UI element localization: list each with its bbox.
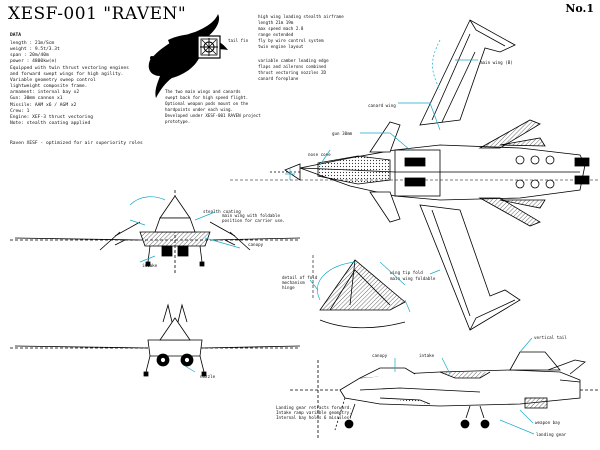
note-line: max speed mach 2.8 — [258, 26, 304, 31]
callout-side-intake: intake — [419, 353, 435, 358]
spec-line: lightweight composite frame. — [10, 84, 88, 89]
spec-footer: Raven XESF - optimized for air superiori… — [10, 141, 143, 146]
note-line: fly by wire control system — [258, 38, 324, 43]
spec-line: Engine: XEF-3 thrust vectoring — [10, 115, 93, 120]
note-line: variable camber leading edge — [258, 58, 329, 63]
sheet-number: No.1 — [565, 2, 594, 15]
spec-line: Note: stealth coating applied — [10, 121, 91, 126]
note-line: The two main wings and canards — [165, 89, 241, 94]
top-view-leaders — [285, 39, 478, 275]
note-line: thrust vectoring nozzles 2D — [258, 70, 327, 75]
spec-line: Crew: 1 — [10, 109, 30, 114]
side-view — [290, 351, 600, 440]
crest-emblem-icon — [197, 35, 221, 59]
guide-lines — [230, 179, 600, 300]
callout-rear-nozzle: nozzle — [200, 374, 216, 379]
callout-tail-fin: tail fin — [228, 38, 249, 43]
spec-line: power : 4800kw(e) — [10, 59, 58, 64]
callout-side-vtail: vertical tail — [534, 335, 567, 340]
note-line: length 21m 19m — [258, 20, 294, 25]
callout-gun-top: gun 30mm — [332, 131, 353, 136]
rear-view-leaders — [184, 365, 196, 373]
spec-line: and forward swept wings for high agility… — [10, 72, 124, 77]
spec-heading: DATA — [10, 33, 22, 38]
note-line: Developed under XESF-001 RAVEN project — [165, 113, 261, 118]
callout-side-canopy: canopy — [372, 353, 388, 358]
top-view — [270, 19, 590, 331]
wing-detail — [319, 259, 406, 329]
front-view-leaders — [129, 196, 241, 263]
spec-line: weight : 9.5t/3.3t — [10, 47, 60, 52]
callout-wing-detail: detail of fold mechanism hinge — [282, 275, 318, 290]
wing-detail-leaders — [309, 261, 411, 313]
spec-line: length : 21m/Scm — [10, 41, 55, 46]
callout-nose-cone: nose cone — [308, 152, 331, 157]
callout-wing-tip: wing tip fold — [390, 270, 423, 275]
spec-line: Variable geometry sweep control — [10, 78, 96, 83]
callout-main-wing-top: main wing (B) — [480, 60, 513, 65]
callout-canard-top: canard wing — [368, 103, 396, 108]
note-line: flaps and ailerons combined — [258, 64, 327, 69]
note-line: prototype. — [165, 119, 191, 124]
spec-line: Gun: 30mm cannon x1 — [10, 96, 63, 101]
spec-line: Missile: AAM x6 / AGM x2 — [10, 103, 77, 108]
raven-emblem-icon — [148, 14, 228, 98]
drawing-title: XESF-001 "RAVEN" — [8, 4, 187, 24]
rear-view — [10, 303, 301, 377]
callout-side-note: Landing gear retracts forward. Intake ra… — [276, 405, 352, 420]
front-view — [10, 190, 301, 275]
side-view-leaders — [394, 337, 535, 435]
note-line: twin engine layout — [258, 44, 304, 49]
note-line: hardpoints under each wing. — [165, 107, 234, 112]
callout-front-canopy: canopy — [248, 242, 264, 247]
callout-wing-fold: main wing foldable — [390, 276, 436, 281]
note-line: Optional weapon pods mount on the — [165, 101, 249, 106]
note-line: high wing loading stealth airframe — [258, 14, 344, 19]
callout-front-note-visible: main wing with foldable position for car… — [222, 213, 286, 223]
spec-line: armament: internal bay x2 — [10, 90, 80, 95]
note-line: swept back for high speed flight. — [165, 95, 249, 100]
note-line: canard foreplane — [258, 76, 299, 81]
callout-front-stealth: stealth coating — [203, 209, 241, 214]
note-line: range extended — [258, 32, 294, 37]
spec-line: Equipped with twin thrust vectoring engi… — [10, 66, 129, 71]
callout-side-gear: landing gear — [536, 432, 567, 437]
callout-side-weapon-bay: weapon bay — [535, 420, 561, 425]
spec-line: span : 20m/40m — [10, 53, 49, 58]
